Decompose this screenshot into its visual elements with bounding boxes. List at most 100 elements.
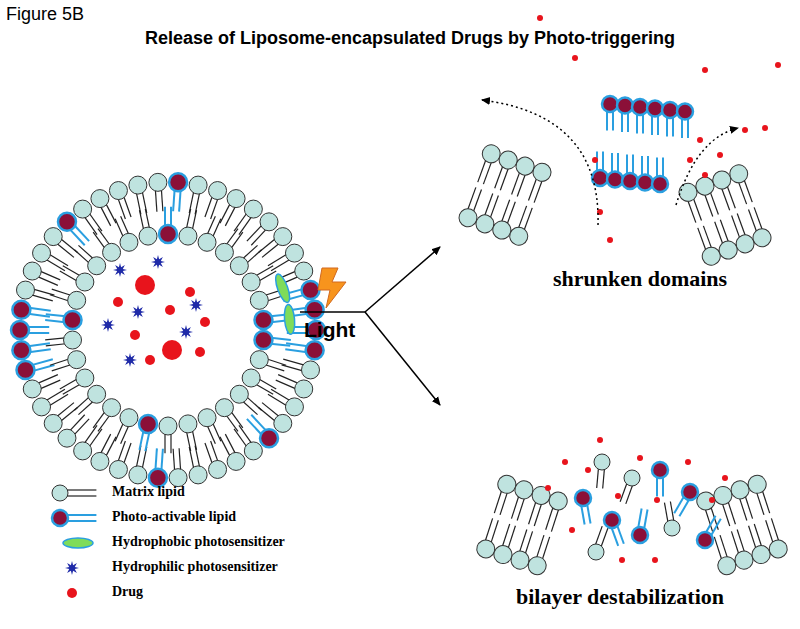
lipid-tail [251, 415, 266, 431]
drug-dot [652, 557, 658, 563]
drug-dot [717, 152, 723, 158]
photo-lipid-head [617, 98, 633, 114]
legend-text: Drug [112, 584, 143, 600]
lipid-tail [534, 180, 542, 203]
photo-lipid-head [260, 429, 278, 447]
lipid-tail [70, 415, 85, 431]
drug-dot [130, 330, 140, 340]
lipid-tail [118, 441, 125, 462]
lipid-tail [271, 389, 290, 400]
lipid-tail [118, 198, 125, 219]
shrunken-domain [537, 15, 781, 243]
lipid-tail [638, 508, 641, 528]
lipid-tail [490, 196, 498, 219]
hydrophilic-photosensitizer [151, 255, 165, 269]
drug-dot [615, 493, 621, 499]
lipid-tail [636, 113, 638, 133]
drug-dot [685, 459, 691, 465]
lipid-tail [601, 528, 608, 547]
drug-dot [135, 275, 155, 295]
lipid-tail [517, 498, 524, 521]
photo-lipid-head [622, 173, 638, 189]
lipid-tail [243, 401, 258, 414]
matrix-lipid-head [285, 398, 303, 416]
lipid-tail [703, 226, 711, 249]
matrix-lipid-head [285, 244, 303, 262]
lipid-tail [662, 158, 664, 178]
photo-lipid-head [647, 101, 663, 117]
lipid-tail [247, 397, 262, 410]
lipid-tail [537, 535, 544, 558]
lipid-tail [546, 507, 553, 530]
lipid-tail [161, 449, 163, 471]
lipid-tail [731, 531, 738, 554]
matrix-lipid-head [23, 380, 41, 398]
drug-dot [607, 237, 613, 243]
photo-lipid-head [12, 301, 30, 319]
photo-lipid-head [662, 102, 678, 118]
matrix-lipid-head [767, 538, 790, 561]
lipid-tail [657, 115, 659, 135]
lipid-tail [714, 537, 721, 560]
arrow-stem [300, 311, 365, 313]
drug-dot [545, 485, 551, 491]
drug-dot [697, 137, 703, 143]
outcome-label: bilayer destabilization [516, 584, 724, 609]
lipid-tail [231, 412, 243, 428]
lipid-tail [84, 425, 97, 443]
lipid-tail [262, 243, 279, 257]
lipid-tail [519, 530, 526, 553]
photo-lipid-head [11, 321, 29, 339]
lipid-tail [771, 518, 778, 541]
photo-lipid-head [149, 469, 167, 487]
lipid-tail [485, 518, 492, 541]
lipid-tail [98, 415, 110, 431]
photo-lipid-head [139, 415, 157, 433]
lipid-tail [50, 295, 69, 301]
arrow-label: Light [304, 318, 355, 342]
figure-title: Release of Liposome-encapsulated Drugs b… [145, 28, 675, 49]
matrix-lipid-head [179, 227, 197, 245]
lipid-tail [124, 443, 131, 464]
hydrophobic-photosensitizer [273, 272, 293, 304]
matrix-lipid-head [227, 452, 245, 470]
lipid-tail [207, 216, 215, 234]
photo-lipid-head [254, 331, 272, 349]
lipid-tail [606, 110, 608, 130]
lipid-tail [262, 403, 279, 417]
lipid-tail [225, 434, 235, 454]
matrix-lipid-head [103, 243, 121, 261]
lipid-tail [766, 520, 773, 543]
legend-text: Matrix lipid [112, 484, 185, 500]
lipid-tail [70, 229, 85, 245]
matrix-lipid-head [198, 233, 216, 251]
lipid-tail [46, 314, 66, 316]
lipid-tail [603, 469, 605, 489]
drug-dot [742, 127, 748, 133]
matrix-lipid-head [74, 442, 92, 460]
lipid-tail [66, 489, 96, 490]
lipid-tail [644, 510, 647, 530]
lipid-tail [626, 155, 628, 175]
lipid-tail [93, 232, 105, 248]
matrix-lipid-head [74, 200, 92, 218]
lipid-tail [57, 243, 74, 257]
lipid-tail [259, 271, 276, 281]
lipid-tail [74, 419, 89, 435]
matrix-lipid-head [274, 414, 292, 432]
lipid-tail [256, 384, 273, 394]
lipid-tail [74, 250, 89, 263]
lipid-tail [164, 207, 166, 227]
lipid-tail [78, 245, 93, 258]
lipid-tail [485, 194, 493, 217]
destabilized-bilayer [545, 437, 728, 563]
hydrophilic-photosensitizer [101, 318, 115, 332]
matrix-lipid-head [129, 176, 147, 194]
lipid-tail [656, 158, 658, 178]
lipid-tail [478, 160, 486, 183]
lipid-tail [49, 394, 68, 405]
matrix-lipid-head [664, 520, 680, 536]
lipid-tail [728, 501, 735, 524]
lipid-tail [66, 520, 96, 522]
